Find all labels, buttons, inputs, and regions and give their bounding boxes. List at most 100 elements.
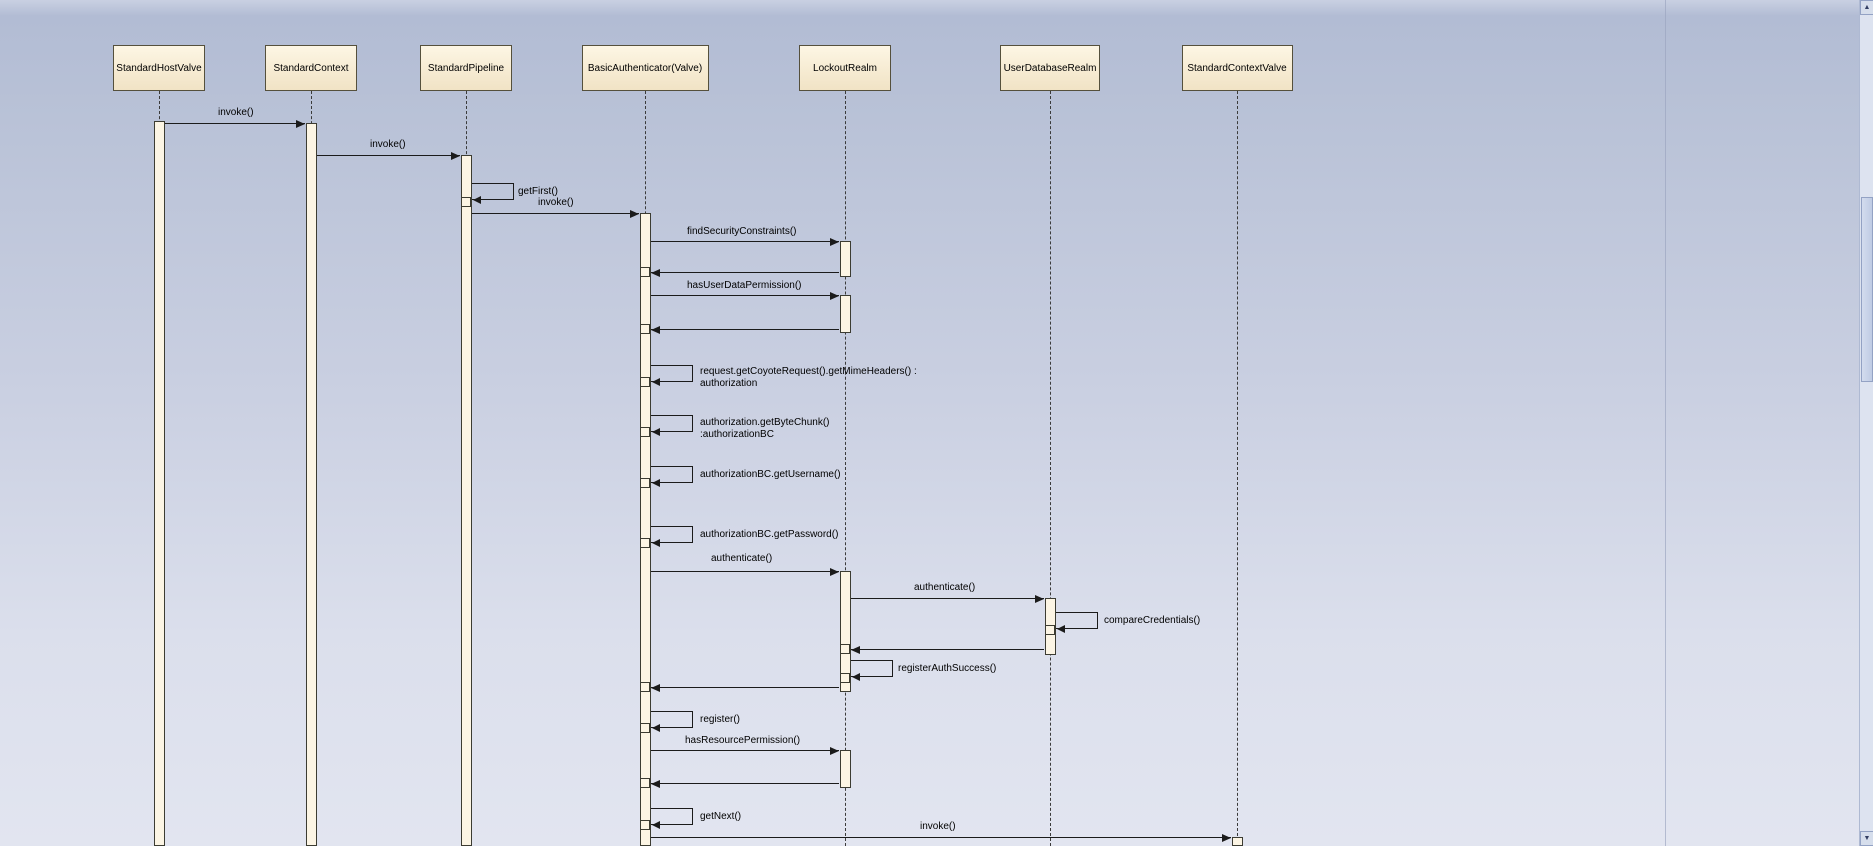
- self-message-loop[interactable]: [651, 365, 693, 382]
- activation-bar[interactable]: [839, 750, 851, 788]
- message-line[interactable]: [651, 329, 839, 330]
- message-line[interactable]: [317, 155, 460, 156]
- self-message-loop[interactable]: [651, 526, 693, 543]
- message-arrowhead-icon: [830, 747, 839, 755]
- up-arrow-icon: ▲: [1863, 4, 1871, 11]
- lifeline-box[interactable]: StandardContext: [265, 45, 357, 91]
- vertical-scrollbar[interactable]: ▲ ▼: [1859, 0, 1873, 846]
- message-arrowhead-icon: [652, 428, 660, 436]
- message-label[interactable]: hasResourcePermission(): [685, 735, 801, 746]
- lifeline-box[interactable]: BasicAuthenticator(Valve): [581, 45, 709, 91]
- lifeline-box[interactable]: StandardPipeline: [420, 45, 512, 91]
- message-arrowhead-icon: [473, 196, 481, 204]
- message-arrowhead-icon: [852, 673, 860, 681]
- scrollbar-thumb[interactable]: [1861, 197, 1873, 382]
- message-line[interactable]: [851, 598, 1044, 599]
- message-line[interactable]: [651, 295, 839, 296]
- scrollbar-down-button[interactable]: ▼: [1860, 831, 1873, 846]
- lifeline-line[interactable]: [845, 91, 846, 846]
- nested-activation-marker[interactable]: [640, 820, 650, 830]
- nested-activation-marker[interactable]: [840, 644, 850, 654]
- message-arrowhead-icon: [652, 539, 660, 547]
- nested-activation-marker[interactable]: [640, 723, 650, 733]
- activation-bar[interactable]: [839, 571, 851, 692]
- lifeline-line[interactable]: [1050, 91, 1051, 846]
- lifeline-line[interactable]: [1237, 91, 1238, 846]
- nested-activation-marker[interactable]: [640, 538, 650, 548]
- message-label[interactable]: authenticate(): [914, 582, 976, 593]
- self-message-loop[interactable]: [651, 711, 693, 728]
- message-line[interactable]: [651, 571, 839, 572]
- message-arrowhead-icon: [296, 120, 305, 128]
- message-label[interactable]: invoke(): [538, 197, 574, 208]
- lifeline-box[interactable]: LockoutRealm: [799, 45, 891, 91]
- message-arrowhead-icon: [830, 568, 839, 576]
- message-line[interactable]: [651, 241, 839, 242]
- lifeline-box[interactable]: UserDatabaseRealm: [1000, 45, 1100, 91]
- activation-bar[interactable]: [639, 213, 651, 846]
- activation-bar[interactable]: [839, 241, 851, 277]
- self-message-loop[interactable]: [472, 183, 514, 200]
- message-label[interactable]: invoke(): [920, 821, 956, 832]
- message-line[interactable]: [851, 649, 1044, 650]
- message-label[interactable]: authorizationBC.getPassword(): [700, 529, 839, 540]
- message-arrowhead-icon: [1035, 595, 1044, 603]
- message-arrowhead-icon: [652, 479, 660, 487]
- message-label[interactable]: request.getCoyoteRequest().getMimeHeader…: [700, 366, 917, 389]
- message-arrowhead-icon: [652, 378, 660, 386]
- message-arrowhead-icon: [652, 724, 660, 732]
- message-arrowhead-icon: [451, 152, 460, 160]
- lifeline-box[interactable]: StandardHostValve: [113, 45, 205, 91]
- message-label[interactable]: invoke(): [370, 139, 406, 150]
- activation-bar[interactable]: [460, 155, 472, 846]
- self-message-loop[interactable]: [651, 808, 693, 825]
- message-label[interactable]: registerAuthSuccess(): [898, 663, 997, 674]
- message-line[interactable]: [651, 750, 839, 751]
- message-label[interactable]: authorization.getByteChunk() :authorizat…: [700, 417, 830, 440]
- nested-activation-marker[interactable]: [1045, 625, 1055, 635]
- activation-bar[interactable]: [839, 295, 851, 333]
- activation-bar[interactable]: [305, 123, 317, 846]
- message-line[interactable]: [651, 837, 1231, 838]
- message-label[interactable]: register(): [700, 714, 741, 725]
- nested-activation-marker[interactable]: [640, 267, 650, 277]
- message-line[interactable]: [651, 272, 839, 273]
- nested-activation-marker[interactable]: [640, 324, 650, 334]
- nested-activation-marker[interactable]: [640, 778, 650, 788]
- message-line[interactable]: [651, 783, 839, 784]
- activation-bar[interactable]: [153, 121, 165, 846]
- nested-activation-marker[interactable]: [840, 673, 850, 683]
- message-arrowhead-icon: [630, 210, 639, 218]
- nested-activation-marker[interactable]: [640, 478, 650, 488]
- message-label[interactable]: findSecurityConstraints(): [687, 226, 797, 237]
- message-label[interactable]: authorizationBC.getUsername(): [700, 469, 841, 480]
- message-line[interactable]: [472, 213, 639, 214]
- message-label[interactable]: invoke(): [218, 107, 254, 118]
- nested-activation-marker[interactable]: [461, 197, 471, 207]
- message-label[interactable]: authenticate(): [711, 553, 773, 564]
- message-label[interactable]: getFirst(): [518, 186, 558, 197]
- message-arrowhead-icon: [1057, 625, 1065, 633]
- message-line[interactable]: [165, 123, 305, 124]
- self-message-loop[interactable]: [651, 466, 693, 483]
- self-message-loop[interactable]: [851, 660, 893, 677]
- self-message-loop[interactable]: [1056, 612, 1098, 629]
- message-arrowhead-icon: [651, 326, 660, 334]
- self-message-loop[interactable]: [651, 415, 693, 432]
- message-label[interactable]: getNext(): [700, 811, 742, 822]
- scrollbar-up-button[interactable]: ▲: [1860, 0, 1873, 15]
- message-line[interactable]: [651, 687, 839, 688]
- message-arrowhead-icon: [1222, 834, 1231, 842]
- message-arrowhead-icon: [830, 292, 839, 300]
- nested-activation-marker[interactable]: [640, 377, 650, 387]
- nested-activation-marker[interactable]: [640, 427, 650, 437]
- message-arrowhead-icon: [651, 684, 660, 692]
- down-arrow-icon: ▼: [1863, 835, 1871, 842]
- activation-bar[interactable]: [1231, 837, 1243, 846]
- lifeline-box[interactable]: StandardContextValve: [1181, 45, 1293, 91]
- message-arrowhead-icon: [651, 269, 660, 277]
- message-label[interactable]: hasUserDataPermission(): [687, 280, 802, 291]
- message-label[interactable]: compareCredentials(): [1104, 615, 1201, 626]
- nested-activation-marker[interactable]: [640, 682, 650, 692]
